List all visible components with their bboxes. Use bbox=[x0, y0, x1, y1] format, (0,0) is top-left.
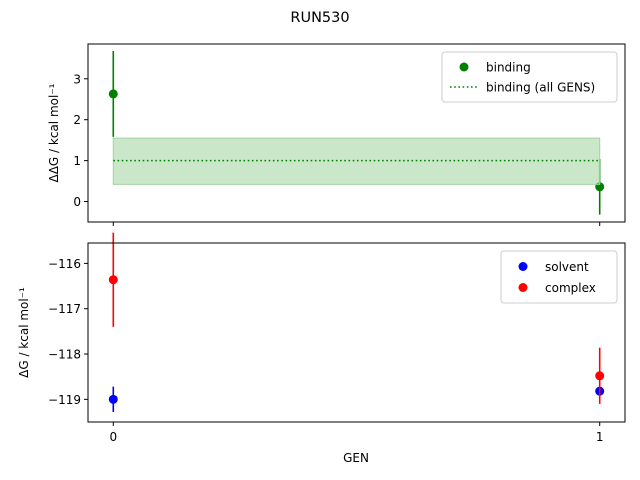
legend-entry-label: complex bbox=[545, 281, 596, 295]
legend: binding binding (all GENS) bbox=[441, 51, 618, 103]
x-tick-label: 1 bbox=[596, 430, 604, 444]
x-axis-label: GEN bbox=[343, 451, 369, 465]
bottom-panel-dg: −119 −118 −117 −116 0 1 ΔG / kcal mol⁻¹ solvent… bbox=[17, 232, 626, 444]
x-tick-label: 0 bbox=[109, 430, 117, 444]
binding-point bbox=[108, 89, 118, 99]
y-tick-label: −117 bbox=[48, 302, 81, 316]
solvent-point bbox=[108, 394, 118, 404]
complex-point bbox=[108, 275, 118, 285]
complex-point bbox=[595, 371, 605, 381]
legend-entry-label: binding (all GENS) bbox=[486, 81, 595, 95]
legend-box bbox=[441, 51, 618, 103]
axes-frame bbox=[87, 43, 626, 223]
y-axis-label: ΔG / kcal mol⁻¹ bbox=[17, 287, 31, 378]
legend-entry-label: solvent bbox=[545, 260, 589, 274]
y-tick-label: 2 bbox=[73, 113, 81, 127]
legend-marker-swatch bbox=[459, 62, 469, 72]
legend-entry-label: binding bbox=[486, 61, 531, 75]
y-tick-label: −118 bbox=[48, 348, 81, 362]
y-tick-label: 3 bbox=[73, 72, 81, 86]
y-axis-label: ΔΔG / kcal mol⁻¹ bbox=[47, 83, 61, 182]
axes-frame bbox=[87, 242, 626, 423]
legend: solvent complex bbox=[500, 250, 618, 304]
legend-marker-swatch bbox=[518, 283, 528, 292]
y-tick-label: 1 bbox=[73, 154, 81, 168]
legend-box bbox=[500, 250, 618, 304]
figure-title: RUN530 bbox=[290, 10, 349, 26]
y-tick-label: −116 bbox=[48, 257, 81, 271]
legend-marker-swatch bbox=[518, 262, 528, 271]
y-tick-label: −119 bbox=[48, 393, 81, 407]
y-tick-label: 0 bbox=[73, 195, 81, 209]
